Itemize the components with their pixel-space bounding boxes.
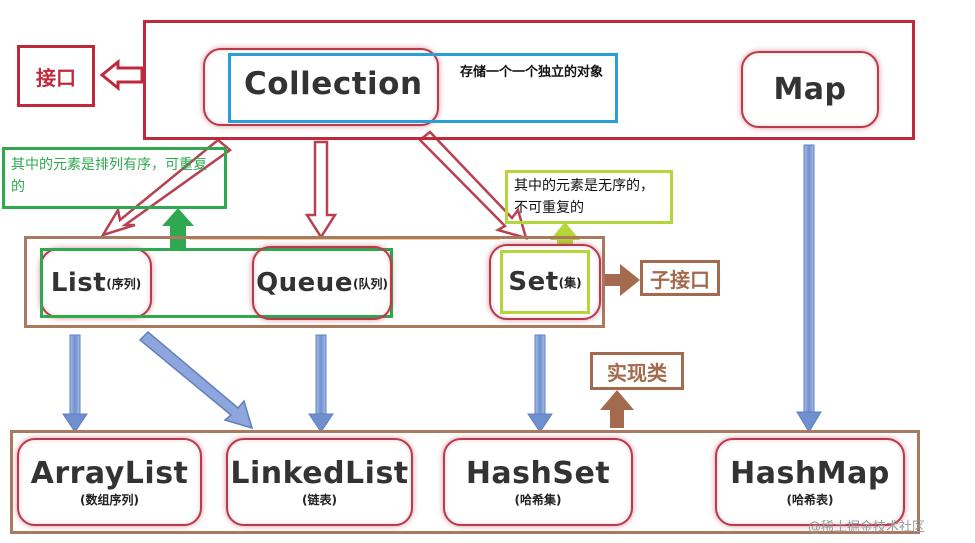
queue-name: Queue bbox=[256, 268, 353, 298]
queue-sub: (队列) bbox=[352, 276, 388, 291]
impl-container bbox=[10, 430, 920, 534]
list-sub: (序列) bbox=[106, 276, 142, 291]
set-highlight bbox=[500, 250, 590, 314]
hashset-box: HashSet (哈希集) bbox=[443, 438, 633, 526]
linkedlist-box: LinkedList (链表) bbox=[226, 438, 413, 526]
subinterface-pointer-arrow bbox=[603, 264, 640, 296]
queue-to-linkedlist-arrow bbox=[308, 334, 334, 433]
collection-note: 存储一个一个独立的对象 bbox=[460, 65, 604, 80]
arraylist-name: ArrayList bbox=[30, 456, 189, 491]
impl-label: 实现类 bbox=[590, 352, 684, 390]
hashset-name: HashSet bbox=[465, 456, 611, 491]
hashset-sub: (哈希集) bbox=[514, 493, 562, 507]
collection-to-set-arrow bbox=[418, 130, 528, 240]
map-box: Map bbox=[741, 51, 879, 128]
collection-title: Collection bbox=[244, 66, 423, 102]
subinterface-container bbox=[24, 236, 605, 328]
set-name: Set bbox=[508, 267, 559, 297]
impl-pointer-arrow bbox=[600, 390, 634, 428]
watermark: @稀土掘金技术社区 bbox=[808, 520, 926, 535]
queue-box: Queue(队列) bbox=[252, 246, 392, 320]
list-name: List bbox=[50, 268, 107, 298]
arraylist-sub: (数组序列) bbox=[80, 493, 139, 507]
collection-to-queue-arrow bbox=[304, 140, 338, 240]
list-box: List(序列) bbox=[40, 248, 152, 318]
linkedlist-name: LinkedList bbox=[230, 456, 409, 491]
hashmap-sub: (哈希表) bbox=[786, 493, 834, 507]
list-note: 其中的元素是排列有序，可重复的 bbox=[2, 147, 227, 209]
collection-to-list-arrow bbox=[100, 138, 233, 238]
set-box: Set(集) bbox=[489, 244, 601, 320]
hashmap-name: HashMap bbox=[730, 456, 890, 491]
linkedlist-sub: (链表) bbox=[302, 493, 337, 507]
subinterface-label: 子接口 bbox=[640, 260, 720, 296]
list-to-arraylist-arrow bbox=[62, 334, 88, 433]
list-to-linkedlist-arrow bbox=[138, 330, 254, 430]
set-to-hashset-arrow bbox=[527, 334, 553, 433]
arraylist-box: ArrayList (数组序列) bbox=[17, 438, 202, 526]
interface-label: 接口 bbox=[17, 45, 95, 107]
collection-box bbox=[203, 48, 439, 126]
set-sub: (集) bbox=[558, 275, 582, 290]
collection-highlight bbox=[228, 53, 618, 123]
hashmap-box: HashMap (哈希表) bbox=[715, 438, 905, 526]
interface-pointer-arrow bbox=[99, 58, 144, 92]
interface-container bbox=[143, 20, 915, 140]
map-to-hashmap-arrow bbox=[796, 144, 822, 433]
set-note: 其中的元素是无序的，不可重复的 bbox=[505, 170, 673, 224]
